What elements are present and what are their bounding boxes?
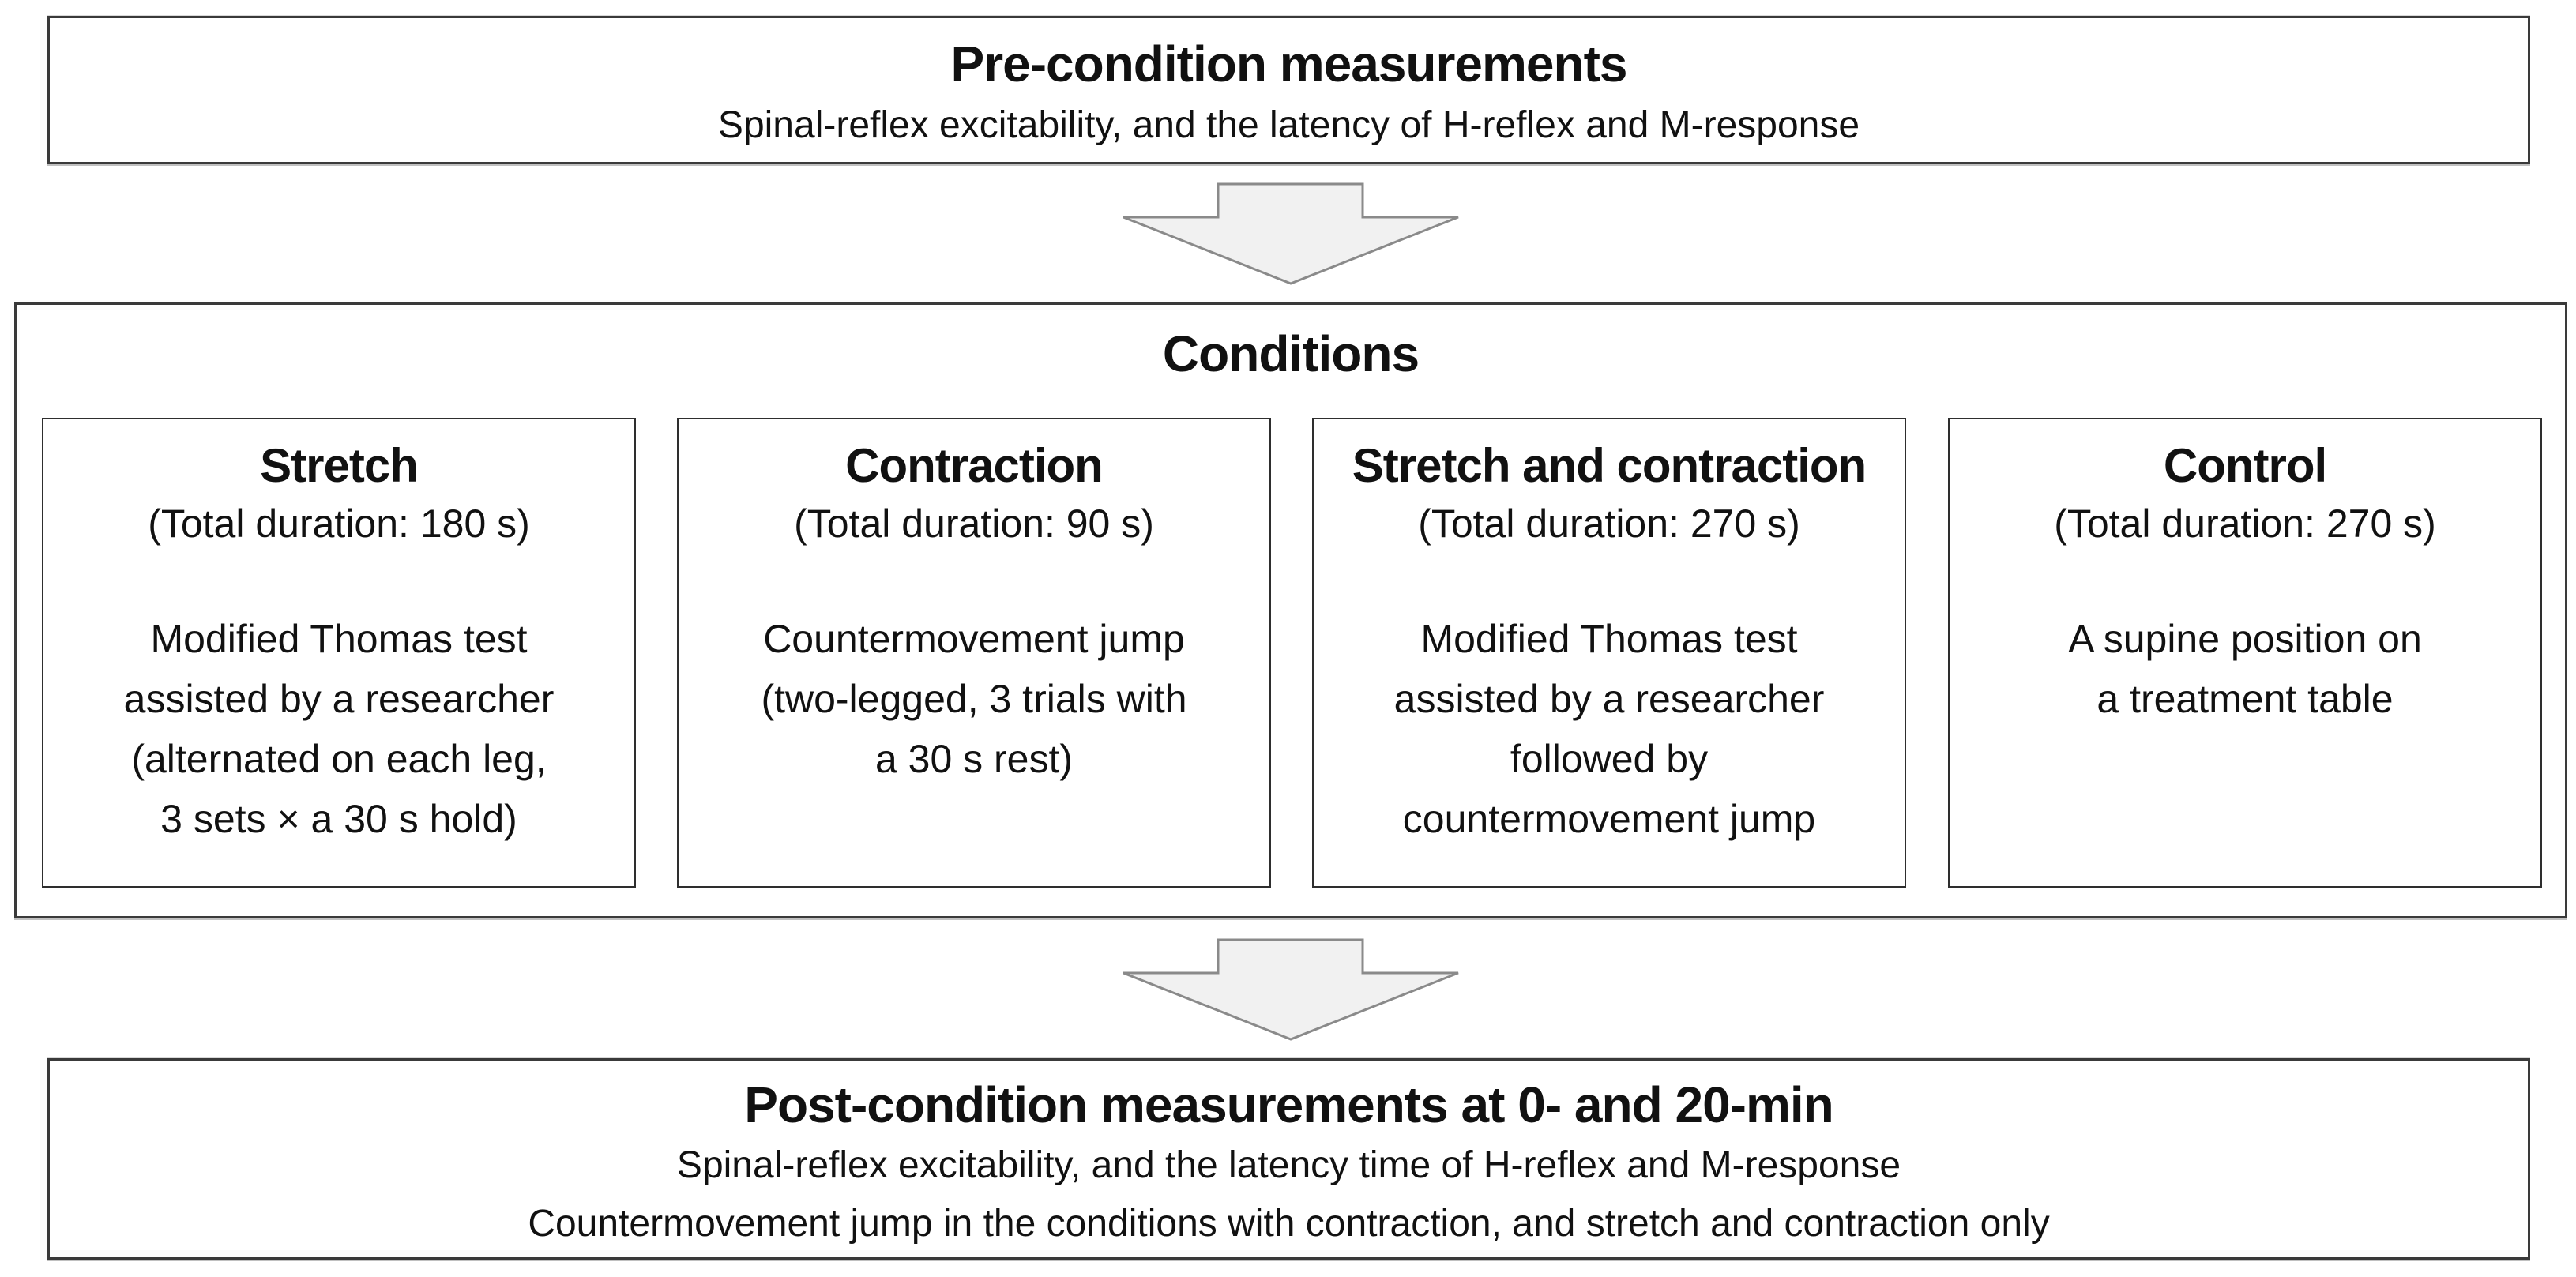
conditions-box: Conditions Stretch (Total duration: 180 …: [14, 302, 2567, 918]
condition-text-line: assisted by a researcher: [1393, 677, 1825, 721]
pre-condition-title: Pre-condition measurements: [950, 36, 1628, 92]
condition-text-line: (alternated on each leg,: [131, 737, 547, 781]
spacer: [43, 554, 634, 609]
condition-text-line: countermovement jump: [1402, 797, 1816, 841]
condition-box-stretch-and-contraction: Stretch and contraction (Total duration:…: [1312, 418, 1906, 888]
condition-duration: (Total duration: 270 s): [2054, 501, 2436, 546]
spacer: [1314, 554, 1905, 609]
condition-title: Stretch and contraction: [1352, 439, 1867, 492]
post-condition-box: Post-condition measurements at 0- and 20…: [47, 1058, 2530, 1260]
condition-text-line: Modified Thomas test: [150, 617, 528, 661]
condition-box-control: Control (Total duration: 270 s) A supine…: [1948, 418, 2542, 888]
condition-duration: (Total duration: 90 s): [794, 501, 1154, 546]
condition-box-contraction: Contraction (Total duration: 90 s) Count…: [677, 418, 1271, 888]
condition-duration: (Total duration: 270 s): [1418, 501, 1800, 546]
condition-title: Control: [2163, 439, 2327, 492]
condition-text-line: 3 sets × a 30 s hold): [160, 797, 517, 841]
conditions-title: Conditions: [1162, 325, 1420, 382]
spacer: [1950, 554, 2540, 609]
condition-duration: (Total duration: 180 s): [148, 501, 530, 546]
condition-box-stretch: Stretch (Total duration: 180 s) Modified…: [42, 418, 636, 888]
condition-title: Contraction: [845, 439, 1104, 492]
post-condition-line-2: Countermovement jump in the conditions w…: [528, 1203, 2050, 1245]
pre-condition-subtitle: Spinal-reflex excitability, and the late…: [717, 104, 1860, 146]
condition-text-line: assisted by a researcher: [123, 677, 555, 721]
spacer: [679, 554, 1269, 609]
condition-text-line: Countermovement jump: [763, 617, 1185, 661]
down-arrow-icon: [1123, 182, 1459, 285]
condition-text-line: A supine position on: [2068, 617, 2422, 661]
condition-text-line: (two-legged, 3 trials with: [761, 677, 1187, 721]
post-condition-line-1: Spinal-reflex excitability, and the late…: [676, 1144, 1901, 1186]
condition-text-line: Modified Thomas test: [1420, 617, 1798, 661]
condition-text-line: a 30 s rest): [874, 737, 1074, 781]
down-arrow-icon: [1123, 938, 1459, 1041]
condition-text-line: followed by: [1510, 737, 1709, 781]
condition-title: Stretch: [260, 439, 419, 492]
pre-condition-box: Pre-condition measurements Spinal-reflex…: [47, 16, 2530, 164]
post-condition-title: Post-condition measurements at 0- and 20…: [744, 1076, 1834, 1133]
condition-text-line: a treatment table: [2097, 677, 2394, 721]
